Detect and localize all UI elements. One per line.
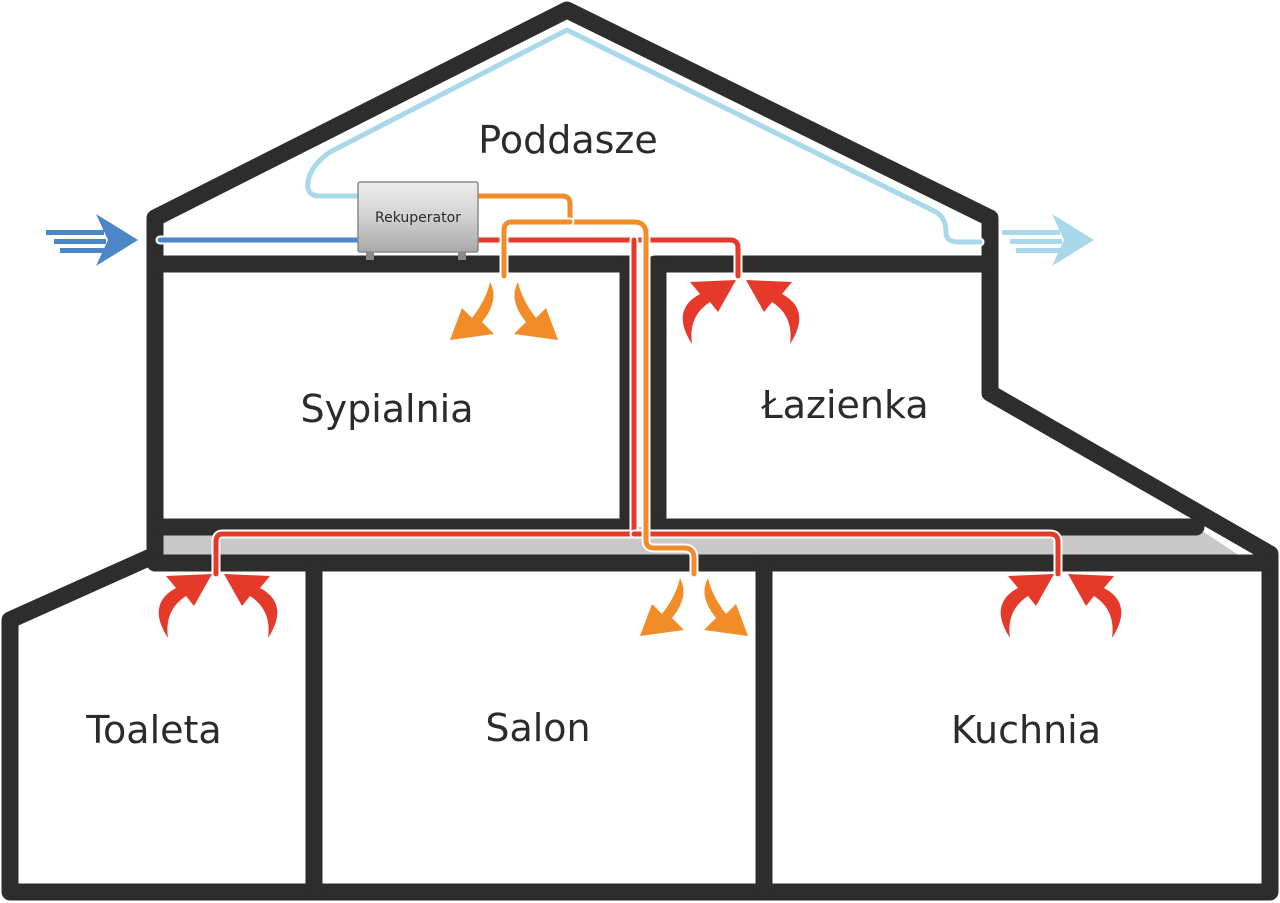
extract-arrows-toilet bbox=[158, 574, 278, 638]
room-label-living-room: Salon bbox=[485, 706, 590, 750]
exhaust-air-arrow bbox=[1002, 214, 1094, 266]
room-label-kitchen: Kuchnia bbox=[951, 708, 1101, 752]
recuperator-label: Rekuperator bbox=[375, 210, 461, 226]
supply-arrows-living-room bbox=[640, 578, 748, 636]
fresh-air-intake-arrow bbox=[46, 214, 138, 266]
supply-arrows-bedroom bbox=[450, 282, 558, 340]
room-label-bathroom: Łazienka bbox=[760, 383, 928, 427]
supply-duct bbox=[473, 191, 699, 579]
exhaust-duct bbox=[303, 25, 985, 247]
extract-arrows-kitchen bbox=[1000, 574, 1122, 638]
extract-arrows-bathroom bbox=[682, 280, 800, 344]
room-label-bedroom: Sypialnia bbox=[300, 387, 473, 431]
recuperator-unit: Rekuperator bbox=[357, 181, 479, 260]
extract-duct bbox=[211, 235, 1063, 579]
room-label-toilet: Toaleta bbox=[85, 708, 221, 752]
room-label-attic: Poddasze bbox=[478, 118, 657, 162]
